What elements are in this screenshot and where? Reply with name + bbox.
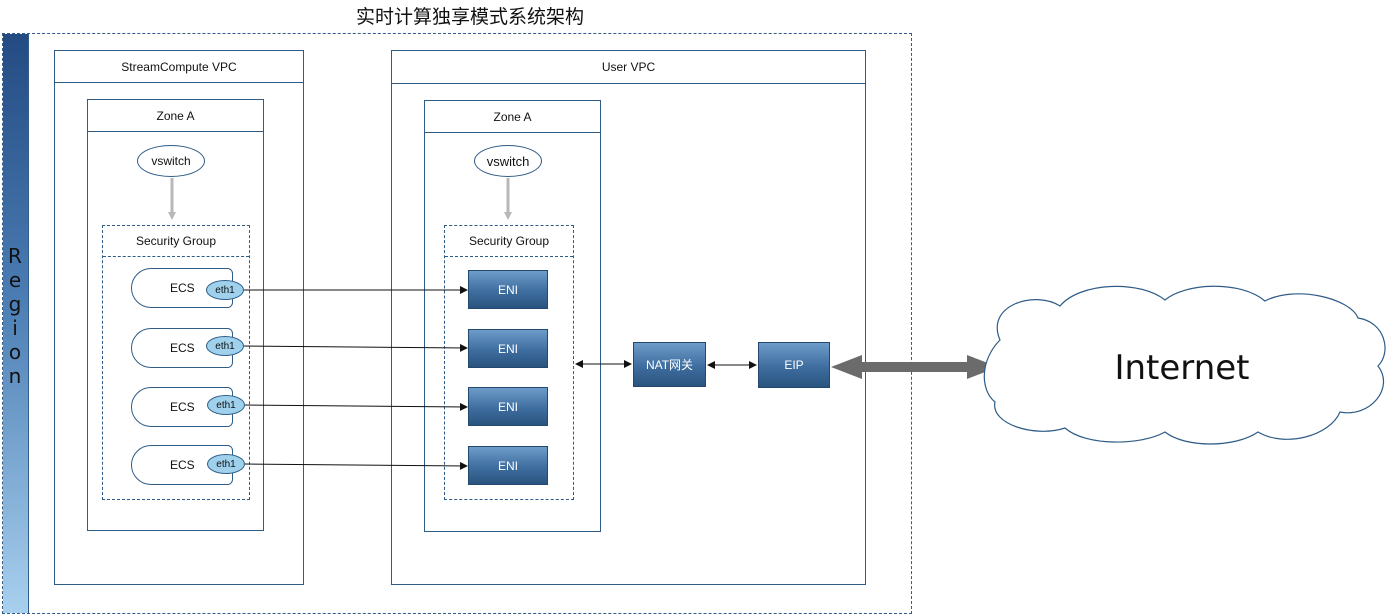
eni-node: ENI <box>468 270 548 309</box>
ecs-node: ECS <box>131 268 233 308</box>
ecs-label: ECS <box>170 458 195 472</box>
eth-eni-link <box>244 461 468 470</box>
diagram-title: 实时计算独享模式系统架构 <box>355 6 584 28</box>
ecs-label: ECS <box>170 341 195 355</box>
eth-eni-link <box>244 402 468 411</box>
streamcompute-security-group-title: Security Group <box>103 226 249 257</box>
eth-eni-link <box>243 343 468 352</box>
eth1-nic: eth1 <box>207 395 245 415</box>
streamcompute-vswitch: vswitch <box>137 145 205 177</box>
nat-gateway: NAT网关 <box>633 342 706 387</box>
region-letter: R <box>8 244 22 268</box>
region-letter: e <box>8 268 22 292</box>
user-vswitch: vswitch <box>474 145 542 177</box>
region-letter: g <box>8 292 22 316</box>
eip-node: EIP <box>758 342 830 388</box>
eni-node: ENI <box>468 329 548 368</box>
eth1-nic: eth1 <box>207 454 245 474</box>
eni-node: ENI <box>468 387 548 426</box>
internet-label: Internet <box>1114 348 1250 388</box>
streamcompute-vpc-title: StreamCompute VPC <box>55 51 303 83</box>
internet-cloud <box>983 285 1386 445</box>
user-security-group-title: Security Group <box>445 226 573 257</box>
region-boundary <box>2 33 912 614</box>
region-letter: o <box>8 340 22 364</box>
ecs-label: ECS <box>170 281 195 295</box>
user-vpc-title: User VPC <box>392 51 865 84</box>
eth1-nic: eth1 <box>206 280 244 300</box>
user-zone-title: Zone A <box>425 101 600 133</box>
eip-internet-arrow <box>831 355 998 379</box>
ecs-label: ECS <box>170 400 195 414</box>
region-label: R e g i o n <box>3 244 27 388</box>
region-letter: i <box>12 316 18 340</box>
region-bar <box>3 34 29 613</box>
streamcompute-zone-title: Zone A <box>88 100 263 132</box>
eni-node: ENI <box>468 446 548 485</box>
eth1-nic: eth1 <box>206 336 244 356</box>
region-letter: n <box>8 364 22 388</box>
